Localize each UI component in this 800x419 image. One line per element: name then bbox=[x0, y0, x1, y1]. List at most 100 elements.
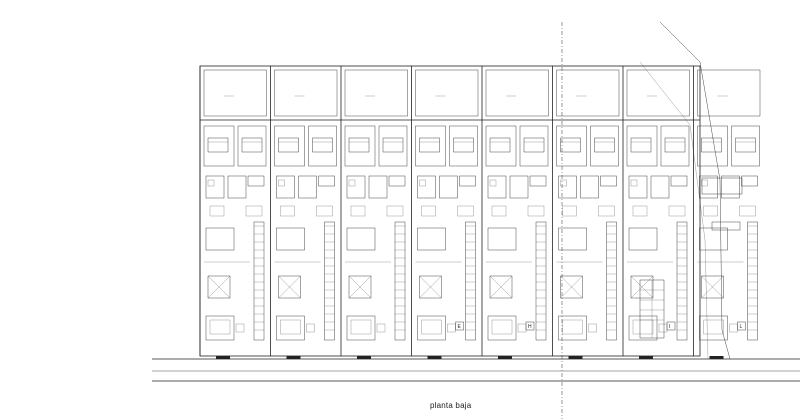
stair bbox=[606, 221, 617, 341]
rug-diagonal bbox=[630, 275, 654, 299]
entry-step bbox=[216, 356, 230, 359]
kitchen-counter bbox=[247, 175, 265, 187]
bed bbox=[735, 137, 756, 153]
bathroom bbox=[580, 175, 599, 199]
bed bbox=[489, 137, 511, 153]
sofa bbox=[703, 319, 724, 335]
bed bbox=[207, 137, 229, 153]
stair bbox=[747, 221, 758, 341]
site-boundary bbox=[659, 21, 731, 360]
entry-step bbox=[427, 356, 442, 359]
bedroom bbox=[697, 125, 728, 167]
rug-diagonal bbox=[701, 275, 724, 299]
side-table bbox=[376, 323, 386, 333]
washbasin bbox=[527, 205, 545, 217]
rug bbox=[560, 275, 583, 299]
sofa bbox=[421, 319, 442, 335]
rug bbox=[489, 275, 513, 299]
washbasin bbox=[632, 205, 648, 217]
bedroom bbox=[590, 125, 619, 167]
dining-table bbox=[276, 227, 305, 251]
washbasin bbox=[316, 205, 333, 217]
annex-block bbox=[701, 177, 743, 195]
stair bbox=[535, 221, 547, 341]
rug-diagonal bbox=[489, 275, 513, 299]
sofa-set bbox=[699, 315, 728, 341]
stair-core-right bbox=[639, 279, 665, 339]
washbasin bbox=[739, 205, 756, 217]
bathroom bbox=[227, 175, 247, 199]
wc bbox=[278, 179, 285, 187]
rug-diagonal bbox=[348, 275, 372, 299]
rug-diagonal bbox=[207, 275, 231, 299]
kitchen-counter bbox=[459, 175, 476, 187]
kitchen-counter bbox=[670, 175, 688, 187]
dining-table bbox=[205, 227, 235, 251]
stair bbox=[253, 221, 265, 341]
bedroom bbox=[308, 125, 337, 167]
bed bbox=[523, 137, 545, 153]
bedroom bbox=[485, 125, 517, 167]
washbasin bbox=[668, 205, 686, 217]
bedroom bbox=[344, 125, 376, 167]
unit-tag: E bbox=[458, 324, 462, 330]
bathroom bbox=[205, 175, 225, 199]
bedroom bbox=[415, 125, 446, 167]
bedroom bbox=[237, 125, 267, 167]
bed bbox=[560, 137, 581, 153]
wc bbox=[419, 179, 426, 187]
bed bbox=[348, 137, 370, 153]
dining-table bbox=[417, 227, 446, 251]
dining-table bbox=[628, 227, 658, 251]
patio-area bbox=[203, 69, 267, 117]
bedroom bbox=[731, 125, 760, 167]
entry-step bbox=[709, 356, 724, 359]
washbasin bbox=[245, 205, 263, 217]
sofa-set bbox=[276, 315, 305, 341]
bathroom bbox=[346, 175, 366, 199]
patio-area bbox=[274, 69, 338, 117]
side-table bbox=[729, 323, 738, 333]
unit-tag: L bbox=[740, 324, 743, 330]
washbasin bbox=[598, 205, 615, 217]
bedroom bbox=[449, 125, 478, 167]
sofa bbox=[562, 319, 583, 335]
bed bbox=[278, 137, 299, 153]
entry-step bbox=[357, 356, 371, 359]
patio-area bbox=[485, 69, 549, 117]
entry-step bbox=[568, 356, 583, 359]
bathroom bbox=[650, 175, 670, 199]
wc bbox=[348, 179, 356, 187]
unit-tag: I bbox=[669, 324, 670, 330]
sofa bbox=[632, 319, 654, 335]
rug bbox=[348, 275, 372, 299]
unit-tag: H bbox=[528, 324, 532, 330]
bathroom bbox=[721, 175, 740, 199]
kitchen-counter bbox=[741, 175, 758, 187]
drawing-caption: planta baja bbox=[430, 401, 472, 410]
bathroom bbox=[368, 175, 388, 199]
bedroom bbox=[519, 125, 549, 167]
bedroom bbox=[660, 125, 690, 167]
wc bbox=[701, 179, 708, 187]
washbasin bbox=[457, 205, 474, 217]
rug bbox=[419, 275, 442, 299]
unit-tag-frame bbox=[455, 321, 464, 331]
kitchen-counter bbox=[529, 175, 547, 187]
bed bbox=[382, 137, 404, 153]
sofa bbox=[491, 319, 513, 335]
rug-diagonal bbox=[560, 275, 583, 299]
bed bbox=[664, 137, 686, 153]
bathroom bbox=[558, 175, 577, 199]
bathroom bbox=[276, 175, 295, 199]
rug bbox=[701, 275, 724, 299]
kitchen-counter bbox=[600, 175, 617, 187]
unit-tag-frame bbox=[666, 321, 676, 331]
entry-step bbox=[498, 356, 512, 359]
rug bbox=[278, 275, 301, 299]
patio-area bbox=[556, 69, 620, 117]
washbasin bbox=[421, 205, 436, 217]
sofa bbox=[209, 319, 231, 335]
wc bbox=[560, 179, 567, 187]
